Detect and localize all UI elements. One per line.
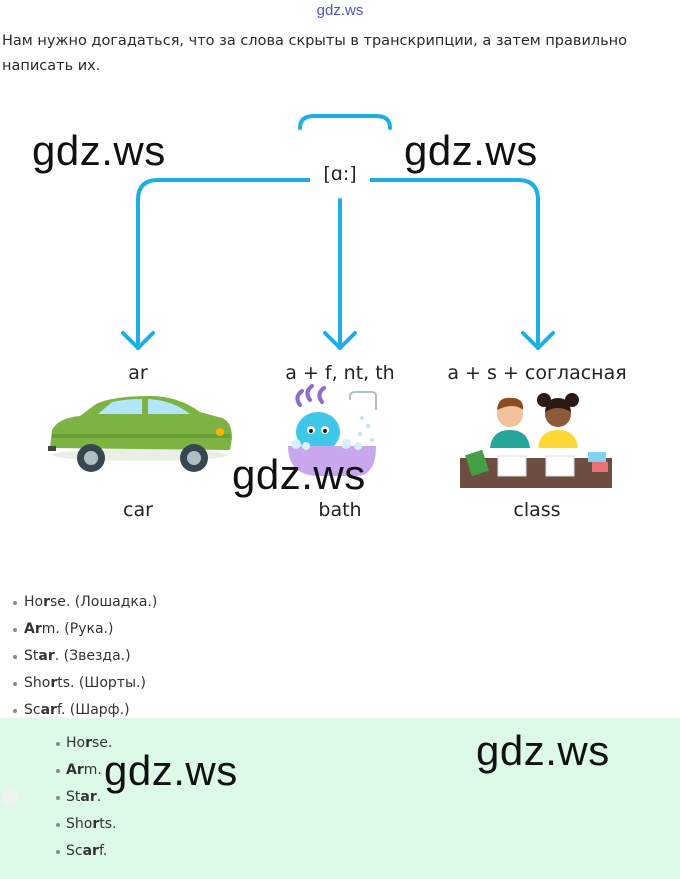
- right-arrowhead: [521, 331, 555, 350]
- list-item: Star.: [55, 784, 116, 811]
- arrow-tree: [121, 114, 555, 350]
- list-item: Scarf.: [55, 838, 116, 865]
- top-arc: [298, 114, 392, 130]
- site-tag[interactable]: gdz.ws: [316, 2, 364, 19]
- list-item: Scarf. (Шарф.): [12, 697, 157, 724]
- list-item: Horse. (Лошадка.): [12, 589, 157, 616]
- watermark: gdz.ws: [476, 727, 610, 774]
- phoneme-label: [ɑ:]: [310, 163, 370, 185]
- watermark: gdz.ws: [104, 747, 238, 794]
- middle-arrowhead: [323, 331, 357, 350]
- short-answers-list: Horse. Arm. Star. Shorts. Scarf.: [0, 730, 116, 865]
- list-item: Arm. (Рука.): [12, 616, 157, 643]
- watermark: gdz.ws: [32, 127, 166, 174]
- children-desk-picture: [460, 393, 612, 488]
- rule-label-a-s-consonant: a + s + согласная: [447, 362, 627, 384]
- list-item: Star. (Звезда.): [12, 643, 157, 670]
- watermark: gdz.ws: [232, 451, 366, 498]
- list-item: Shorts.: [55, 811, 116, 838]
- answer-panel: [0, 718, 680, 879]
- left-arrowhead: [121, 331, 155, 350]
- list-item: Horse.: [55, 730, 116, 757]
- watermark: gdz.ws: [404, 127, 538, 174]
- intro-text: Нам нужно догадаться, что за слова скрыт…: [2, 33, 628, 74]
- rule-label-a-f-nt-th: a + f, nt, th: [285, 362, 395, 384]
- transcription-diagram: [48, 114, 612, 488]
- example-word-bath: bath: [318, 499, 362, 521]
- left-branch-line: [136, 178, 314, 350]
- answers-list: Horse. (Лошадка.) Arm. (Рука.) Star. (Зв…: [0, 589, 157, 724]
- example-word-class: class: [513, 499, 561, 521]
- example-word-car: car: [123, 499, 153, 521]
- right-branch-line: [366, 178, 540, 350]
- list-item: Arm.: [55, 757, 116, 784]
- monster-bathtub-picture: [288, 384, 377, 476]
- rule-label-ar: ar: [128, 362, 148, 384]
- play-icon[interactable]: [1, 789, 19, 807]
- list-item: Shorts. (Шорты.): [12, 670, 157, 697]
- green-car-picture: [48, 396, 232, 472]
